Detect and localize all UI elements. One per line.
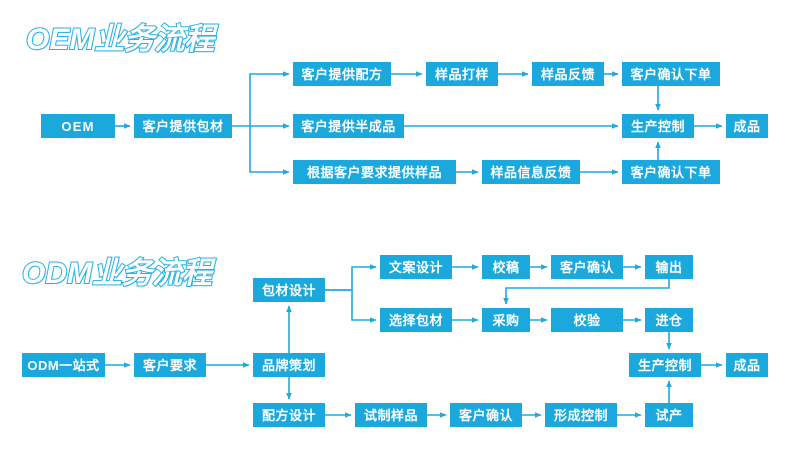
node-odm-copywriting-design[interactable]: 文案设计 (380, 255, 452, 279)
node-odm-finished-product[interactable]: 成品 (726, 353, 768, 377)
node-oem-finished-product[interactable]: 成品 (726, 114, 768, 138)
node-oem-sample-by-request[interactable]: 根据客户要求提供样品 (293, 160, 456, 184)
section-title-odm: ODM业务流程 (21, 256, 213, 291)
node-odm-client-confirm-1[interactable]: 客户确认 (551, 255, 623, 279)
node-odm-form-control[interactable]: 形成控制 (545, 403, 617, 427)
node-odm-brand-planning[interactable]: 品牌策划 (253, 353, 325, 377)
node-oem-sample-feedback[interactable]: 样品反馈 (532, 62, 604, 86)
node-odm-trial-production[interactable]: 试产 (645, 403, 693, 427)
node-odm-trial-sample[interactable]: 试制样品 (355, 403, 427, 427)
node-oem-sample-making[interactable]: 样品打样 (426, 62, 498, 86)
node-odm-client-requirements[interactable]: 客户要求 (134, 353, 206, 377)
section-title-oem: OEM业务流程 (25, 22, 215, 57)
node-odm-warehouse-in[interactable]: 进仓 (645, 308, 693, 332)
node-oem-start[interactable]: OEM (41, 114, 115, 138)
node-odm-start[interactable]: ODM一站式 (22, 353, 105, 377)
node-oem-packaging[interactable]: 客户提供包材 (134, 114, 232, 138)
node-odm-inspection[interactable]: 校验 (551, 308, 623, 332)
node-oem-production-control[interactable]: 生产控制 (622, 114, 694, 138)
node-oem-client-confirm-order-2[interactable]: 客户确认下单 (622, 160, 720, 184)
node-oem-formula-from-client[interactable]: 客户提供配方 (293, 62, 391, 86)
node-odm-select-packaging[interactable]: 选择包材 (380, 308, 452, 332)
node-odm-production-control[interactable]: 生产控制 (629, 353, 701, 377)
node-oem-sample-info-feedback[interactable]: 样品信息反馈 (482, 160, 580, 184)
node-odm-output[interactable]: 输出 (645, 255, 693, 279)
node-oem-client-confirm-order-1[interactable]: 客户确认下单 (622, 62, 720, 86)
node-odm-client-confirm-2[interactable]: 客户确认 (450, 403, 522, 427)
node-odm-packaging-design[interactable]: 包材设计 (253, 278, 325, 302)
node-odm-proofreading[interactable]: 校稿 (482, 255, 530, 279)
node-odm-formula-design[interactable]: 配方设计 (253, 403, 325, 427)
node-odm-purchase[interactable]: 采购 (482, 308, 530, 332)
node-oem-semifinished-from-client[interactable]: 客户提供半成品 (293, 114, 404, 138)
